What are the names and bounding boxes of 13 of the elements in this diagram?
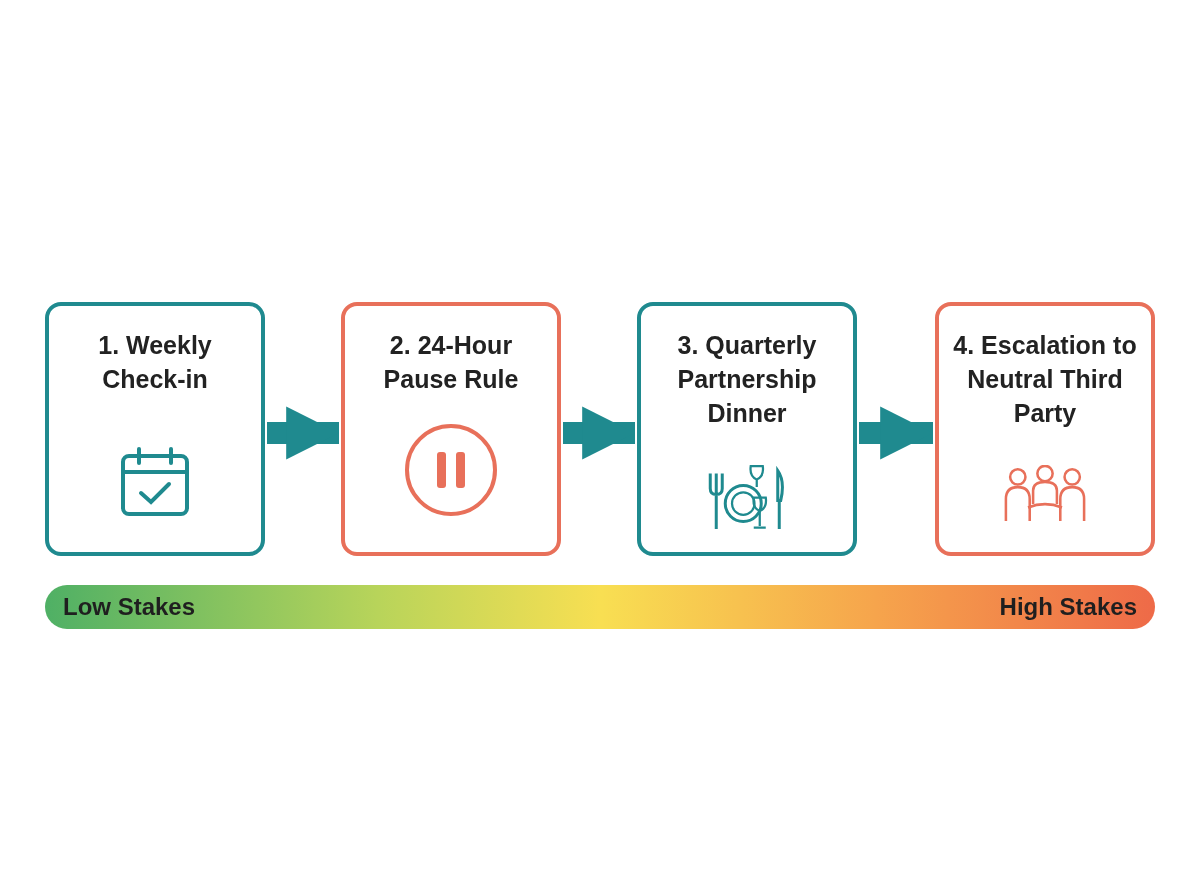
- step-box: [45, 302, 265, 556]
- arrow: [267, 406, 339, 460]
- arrow: [563, 406, 635, 460]
- step-box: [637, 302, 857, 556]
- step-title: 4. Escalation to Neutral Third Party: [952, 330, 1138, 429]
- step-box: [341, 302, 561, 556]
- step-title: 1. Weekly Check-in: [97, 330, 213, 395]
- scale-label: Low Stakes: [63, 593, 196, 621]
- step-title: 2. 24-Hour Pause Rule: [382, 330, 520, 395]
- arrow: [859, 406, 933, 460]
- scale-label: High Stakes: [999, 593, 1137, 621]
- step-title: 3. Quarterly Partnership Dinner: [676, 330, 818, 429]
- step-box: [935, 302, 1155, 556]
